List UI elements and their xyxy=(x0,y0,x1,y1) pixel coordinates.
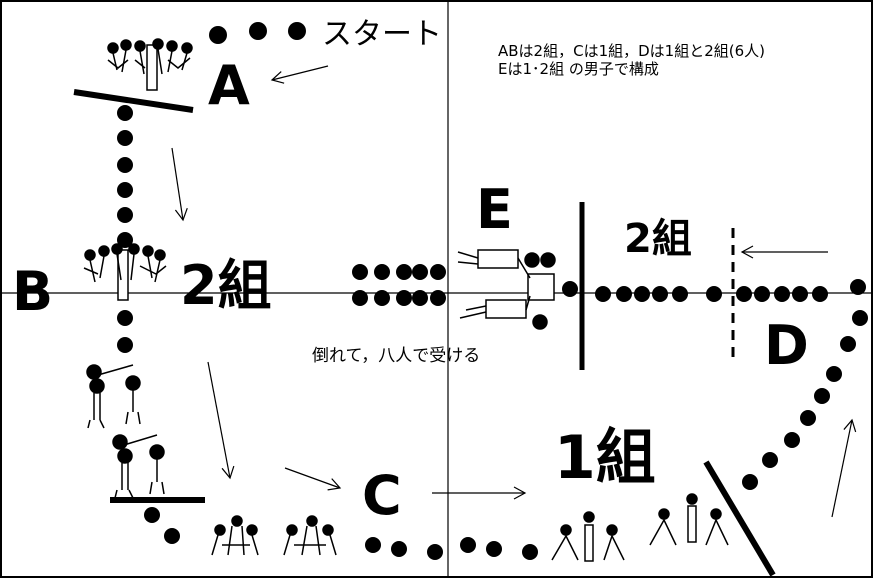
label-b: B xyxy=(12,260,53,323)
group-e-figures xyxy=(457,249,556,330)
label-c: C xyxy=(362,464,402,527)
platform-a xyxy=(73,89,194,113)
climbing-figures xyxy=(86,364,165,499)
label-d: D xyxy=(764,314,809,377)
label-group2-right: 2組 xyxy=(624,216,692,262)
arrow-down-b xyxy=(207,361,235,480)
note-line-1: ABは2組，Cは1組，Dは1組と2組(6人) xyxy=(498,42,765,60)
c-group-figures xyxy=(211,515,337,556)
group1-figures xyxy=(551,493,729,562)
group-b-figures xyxy=(83,243,167,301)
diagonal-dots xyxy=(742,279,868,490)
group-a-figures xyxy=(107,38,193,91)
catch-note: 倒れて，八人で受ける xyxy=(312,346,480,366)
bottom-row-dots xyxy=(365,537,538,560)
platform-c-dot xyxy=(144,507,160,523)
start-dots xyxy=(209,22,306,44)
center-catch-dots xyxy=(352,264,446,306)
label-e: E xyxy=(476,178,513,241)
arrow-to-c xyxy=(284,467,342,491)
label-group1: 1組 xyxy=(554,423,656,493)
start-label: スタート xyxy=(322,17,442,52)
right-row-dots xyxy=(562,281,828,302)
column-ab-dots xyxy=(117,105,133,248)
label-group2-left: 2組 xyxy=(180,254,272,317)
arrow-down-a xyxy=(171,147,188,222)
arrow-up-d xyxy=(831,418,857,518)
column-bc-dots xyxy=(117,310,133,353)
label-a: A xyxy=(208,54,250,117)
platform-c-dot-2 xyxy=(164,528,180,544)
note-line-2: Eは1･2組 の男子で構成 xyxy=(498,60,659,78)
platform-1 xyxy=(703,460,776,577)
arrow-to-a xyxy=(270,65,329,84)
